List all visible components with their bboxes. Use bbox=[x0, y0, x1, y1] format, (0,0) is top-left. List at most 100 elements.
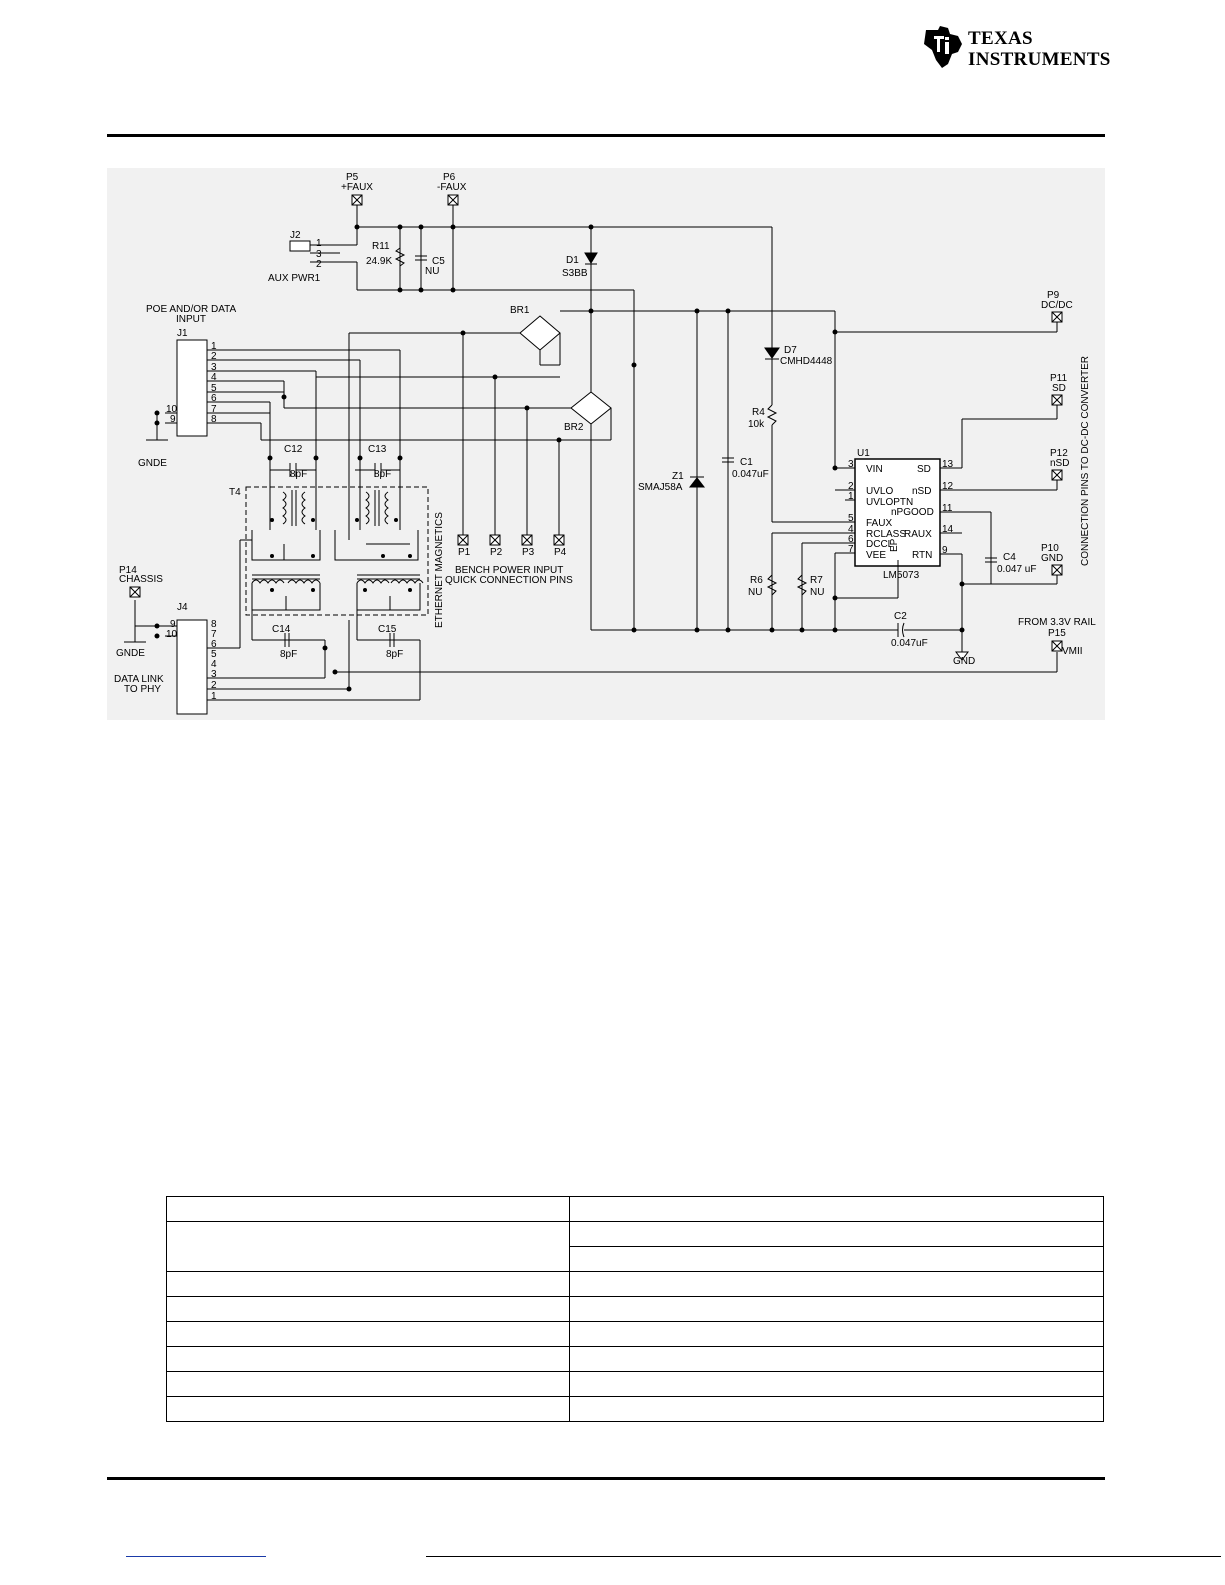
lbl-gnde1: GNDE bbox=[138, 458, 167, 469]
lbl-p11v: SD bbox=[1052, 383, 1066, 394]
pin-faux: FAUX bbox=[866, 518, 892, 529]
table-row bbox=[166, 1271, 1104, 1297]
lbl-p14v: CHASSIS bbox=[119, 574, 163, 585]
pnum-12: 12 bbox=[942, 481, 954, 492]
lbl-p15v: VMII bbox=[1062, 646, 1083, 657]
lbl-p6: P6 bbox=[443, 172, 456, 183]
lbl-c15v: 8pF bbox=[386, 649, 403, 660]
lbl-r6: R6 bbox=[750, 575, 763, 586]
lbl-poe1: POE AND/OR DATA bbox=[146, 304, 237, 315]
pin-raux: RAUX bbox=[904, 529, 932, 540]
table-cell bbox=[569, 1271, 1104, 1297]
lbl-p10v: GND bbox=[1041, 553, 1063, 564]
j1-pin-3: 3 bbox=[211, 362, 217, 373]
lbl-c14: C14 bbox=[272, 624, 291, 635]
lbl-d7v: CMHD4448 bbox=[780, 356, 833, 367]
j1-pin-1: 1 bbox=[211, 341, 217, 352]
table-cell bbox=[166, 1221, 570, 1272]
lbl-d1: D1 bbox=[566, 255, 579, 266]
ti-state-logo-icon bbox=[924, 26, 962, 68]
pnum-4: 4 bbox=[848, 524, 854, 535]
lbl-dl1: DATA LINK bbox=[114, 674, 164, 685]
lbl-j2: J2 bbox=[290, 230, 301, 241]
pnum-3: 3 bbox=[848, 459, 854, 470]
lbl-p12: P12 bbox=[1050, 448, 1068, 459]
schematic-background bbox=[107, 168, 1105, 720]
lbl-d1v: S3BB bbox=[562, 268, 588, 279]
table-cell bbox=[569, 1396, 1104, 1422]
lbl-poe2: INPUT bbox=[176, 314, 206, 325]
lbl-c12v: 8pF bbox=[290, 469, 307, 480]
lbl-c12: C12 bbox=[284, 444, 303, 455]
pnum-9: 9 bbox=[942, 545, 948, 556]
lbl-c13: C13 bbox=[368, 444, 387, 455]
j4-pin-5: 5 bbox=[211, 649, 217, 660]
footer-link-underline[interactable] bbox=[126, 1556, 266, 1557]
table-row bbox=[166, 1296, 1104, 1322]
j1-pin-8: 8 bbox=[211, 414, 217, 425]
pin-uvlo: UVLO bbox=[866, 486, 893, 497]
lbl-j4: J4 bbox=[177, 602, 188, 613]
lbl-r6v: NU bbox=[748, 587, 762, 598]
lbl-c5: C5 bbox=[432, 256, 445, 267]
lbl-r7v: NU bbox=[810, 587, 824, 598]
lbl-gnd: GND bbox=[953, 656, 975, 667]
lbl-p9v: DC/DC bbox=[1041, 300, 1073, 311]
lbl-c4v: 0.047 uF bbox=[997, 564, 1036, 575]
pin-dccl: DCCL bbox=[866, 539, 894, 550]
table-row bbox=[166, 1371, 1104, 1397]
pin-rtn: RTN bbox=[912, 550, 932, 561]
lbl-d7: D7 bbox=[784, 345, 797, 356]
lbl-c13v: 8pF bbox=[374, 469, 391, 480]
j1-pin-5: 5 bbox=[211, 383, 217, 394]
j4-pin-7: 7 bbox=[211, 629, 217, 640]
lbl-bench1: BENCH POWER INPUT bbox=[455, 565, 563, 576]
lbl-c2v: 0.047uF bbox=[891, 638, 928, 649]
j1-pin-6: 6 bbox=[211, 393, 217, 404]
lbl-p4: P4 bbox=[554, 547, 567, 558]
lbl-p5v: +FAUX bbox=[341, 182, 373, 193]
footer-rule bbox=[107, 1477, 1105, 1480]
table-cell bbox=[569, 1346, 1104, 1372]
pnum-1: 1 bbox=[848, 491, 854, 502]
lbl-j2p2: 2 bbox=[316, 259, 322, 270]
pnum-14: 14 bbox=[942, 524, 954, 535]
table-cell bbox=[569, 1221, 1104, 1247]
logo-line-2: Instruments bbox=[968, 49, 1111, 70]
pin-nsd: nSD bbox=[912, 486, 931, 497]
lbl-j2p1: 1 bbox=[316, 238, 322, 249]
ti-logo-text: Texas Instruments bbox=[968, 28, 1111, 70]
j4-pin-6: 6 bbox=[211, 639, 217, 650]
pin-vin: VIN bbox=[866, 464, 883, 475]
lbl-dl2: TO PHY bbox=[124, 684, 161, 695]
table-row bbox=[166, 1221, 1104, 1272]
pin-npgood: nPGOOD bbox=[891, 507, 934, 518]
j1-pin-4: 4 bbox=[211, 372, 217, 383]
table-cell bbox=[166, 1271, 570, 1297]
table-cell bbox=[569, 1371, 1104, 1397]
lbl-u1: U1 bbox=[857, 448, 870, 459]
lbl-c5v: NU bbox=[425, 266, 439, 277]
lbl-z1: Z1 bbox=[672, 471, 684, 482]
lbl-c14v: 8pF bbox=[280, 649, 297, 660]
lbl-br1: BR1 bbox=[510, 305, 530, 316]
bom-table bbox=[166, 1196, 1104, 1422]
table-cell bbox=[166, 1296, 570, 1322]
j4-pin-10: 10 bbox=[166, 629, 178, 640]
table-cell bbox=[569, 1321, 1104, 1347]
lbl-r11: R11 bbox=[372, 241, 390, 252]
logo-line-1: Texas bbox=[968, 28, 1033, 49]
lbl-bench2: QUICK CONNECTION PINS bbox=[445, 575, 573, 586]
lbl-p15: P15 bbox=[1048, 628, 1066, 639]
j4-pin-8: 8 bbox=[211, 619, 217, 630]
j4-pin-1: 1 bbox=[211, 691, 217, 702]
lbl-c1v: 0.047uF bbox=[732, 469, 769, 480]
table-row bbox=[166, 1196, 1104, 1222]
lbl-u1v: LM5073 bbox=[883, 570, 920, 581]
pin-rclass: RCLASS bbox=[866, 529, 906, 540]
lbl-t4: T4 bbox=[229, 487, 241, 498]
lbl-p11: P11 bbox=[1050, 373, 1067, 384]
j1-pin-2: 2 bbox=[211, 351, 217, 362]
table-cell bbox=[166, 1346, 570, 1372]
pin-ep: EP bbox=[889, 538, 900, 552]
